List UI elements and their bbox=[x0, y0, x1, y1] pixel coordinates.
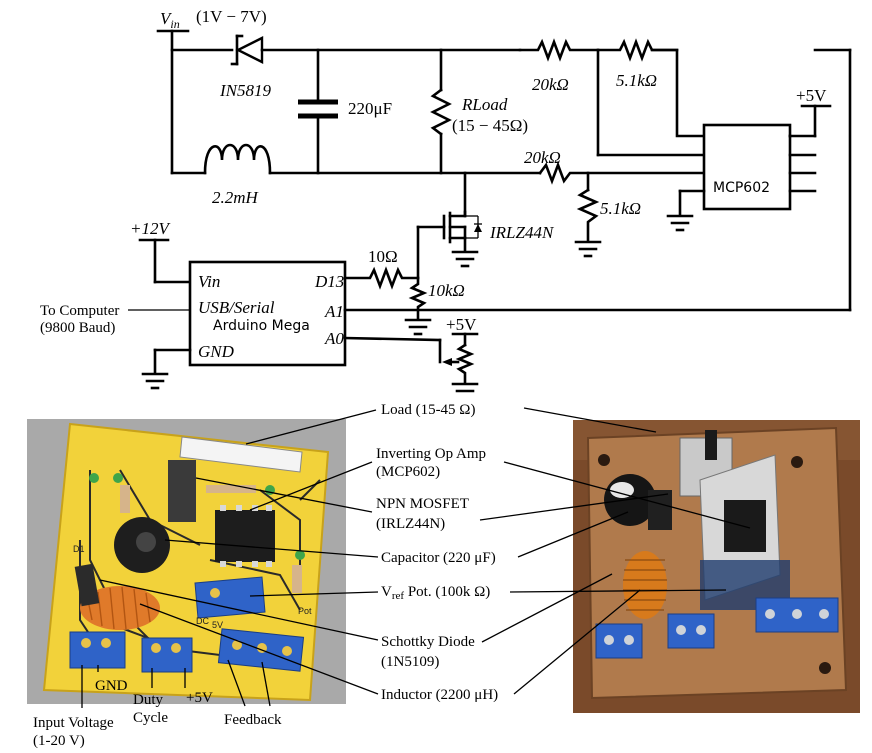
r-top1-label: 20kΩ bbox=[532, 75, 569, 94]
resistor-5k1-top bbox=[596, 38, 706, 138]
photo-inductor bbox=[623, 551, 667, 619]
schematic: Vin (1V − 7V) IN5819 20kΩ 5.1kΩ 220μF RL… bbox=[40, 7, 852, 393]
inductor-symbol bbox=[203, 143, 272, 175]
annotation-mosfet-line1: NPN MOSFET bbox=[376, 496, 469, 512]
rload-range: (15 − 45Ω) bbox=[452, 116, 528, 135]
resistor-20k-top bbox=[518, 38, 600, 62]
arduino-vin-pin: Vin bbox=[198, 272, 220, 291]
arduino-ground-symbol bbox=[141, 372, 169, 390]
pot-ground-symbol bbox=[451, 382, 479, 393]
schottky-diode-symbol bbox=[235, 36, 264, 64]
r-mid2-label: 5.1kΩ bbox=[600, 199, 641, 218]
ground-symbol bbox=[574, 240, 602, 258]
pcb-vref-pot bbox=[194, 576, 266, 619]
pcb-silk-5v: 5V bbox=[212, 620, 223, 630]
diode-label: IN5819 bbox=[219, 81, 272, 100]
resistor-10k-pulldown bbox=[408, 276, 428, 320]
pcb-schottky-diode bbox=[74, 563, 100, 607]
pcb-duty-label: Duty bbox=[133, 692, 164, 708]
annotation-mosfet-line2: (IRLZ44N) bbox=[376, 516, 445, 532]
resistor-20k-mid bbox=[538, 161, 706, 185]
pcb-load-resistor bbox=[179, 436, 303, 473]
rload-symbol bbox=[430, 88, 452, 136]
annotation-capacitor: Capacitor (220 μF) bbox=[381, 550, 496, 566]
capacitor-label: 220μF bbox=[348, 99, 392, 118]
pcb-resistor-3 bbox=[292, 565, 302, 593]
pcb-silk-d1: D1 bbox=[73, 544, 85, 554]
annotation-inductor: Inductor (2200 μH) bbox=[381, 687, 498, 703]
arduino-a1-pin: A1 bbox=[324, 302, 344, 321]
pcb-resistor-2 bbox=[120, 485, 130, 513]
annotation-load: Load (15-45 Ω) bbox=[381, 402, 475, 418]
vin-range-label: (1V − 7V) bbox=[196, 7, 267, 26]
r-gate-label: 10Ω bbox=[368, 247, 398, 266]
pcb-terminal-duty bbox=[141, 637, 193, 673]
pot-vcc-label: +5V bbox=[446, 315, 477, 334]
opamp-label: MCP602 bbox=[713, 180, 770, 196]
arduino-d13-pin: D13 bbox=[314, 272, 344, 291]
r-top2-label: 5.1kΩ bbox=[616, 71, 657, 90]
annotation-vref: Vref Pot. (100k Ω) bbox=[381, 584, 490, 602]
pcb-plus5-label: +5V bbox=[186, 690, 213, 706]
rload-name: RLoad bbox=[461, 95, 508, 114]
pcb-input-voltage-label: Input Voltage bbox=[33, 715, 114, 731]
resistor-10-gate bbox=[343, 266, 420, 290]
component-annotations: Load (15-45 Ω) Inverting Op Amp (MCP602)… bbox=[99, 402, 751, 703]
annotation-opamp-line2: (MCP602) bbox=[376, 464, 440, 480]
pcb-inductor bbox=[80, 586, 160, 630]
annotation-schottky-line1: Schottky Diode bbox=[381, 634, 475, 650]
pcb-silk-dc: DC bbox=[196, 616, 209, 626]
pcb-resistor-1 bbox=[206, 485, 256, 493]
to-computer-label: To Computer bbox=[40, 303, 119, 319]
arduino-a0-pin: A0 bbox=[324, 329, 344, 348]
pcb-terminal-input bbox=[69, 631, 126, 669]
opamp-vcc-label: +5V bbox=[796, 86, 827, 105]
pcb-gnd-label: GND bbox=[95, 678, 128, 694]
pcb-mosfet bbox=[168, 460, 196, 522]
arduino-box bbox=[188, 260, 347, 367]
plus12-label: +12V bbox=[130, 219, 171, 238]
mosfet-symbol bbox=[442, 210, 482, 252]
opamp-box bbox=[702, 123, 792, 211]
pcb-terminal-labels: GND Duty Cycle +5V Feedback Input Voltag… bbox=[33, 659, 282, 749]
arduino-usb-pin: USB/Serial bbox=[198, 298, 275, 317]
opamp-ground-symbol bbox=[666, 214, 694, 232]
mosfet-ground-symbol bbox=[451, 250, 479, 268]
photo-terminal-input bbox=[595, 623, 643, 659]
arduino-name: Arduino Mega bbox=[213, 318, 310, 334]
baud-label: (9800 Baud) bbox=[40, 320, 115, 336]
r-mid1-label: 20kΩ bbox=[524, 148, 561, 167]
r-pulldown-label: 10kΩ bbox=[428, 281, 465, 300]
pcb-feedback-label: Feedback bbox=[224, 712, 282, 728]
pcb-input-range-label: (1-20 V) bbox=[33, 733, 85, 749]
resistor-5k1-mid bbox=[576, 188, 600, 242]
pcb-cycle-label: Cycle bbox=[133, 710, 168, 726]
pcb-board bbox=[42, 422, 330, 702]
hardware-photo bbox=[573, 420, 860, 713]
pulldown-ground-symbol bbox=[404, 318, 432, 336]
arduino-gnd-pin: GND bbox=[198, 342, 235, 361]
vin-label: Vin bbox=[160, 9, 180, 31]
inductor-label: 2.2mH bbox=[212, 188, 260, 207]
photo-terminal-duty bbox=[667, 613, 715, 649]
mosfet-label: IRLZ44N bbox=[489, 223, 555, 242]
annotation-opamp-line1: Inverting Op Amp bbox=[376, 446, 486, 462]
pcb-opamp-chip bbox=[215, 510, 275, 562]
pcb-silk-pot: Pot bbox=[298, 606, 312, 616]
annotation-schottky-line2: (1N5109) bbox=[381, 654, 439, 670]
vref-pot-symbol bbox=[455, 343, 475, 384]
pcb-render: DC 5V Pot D1 bbox=[27, 419, 346, 704]
